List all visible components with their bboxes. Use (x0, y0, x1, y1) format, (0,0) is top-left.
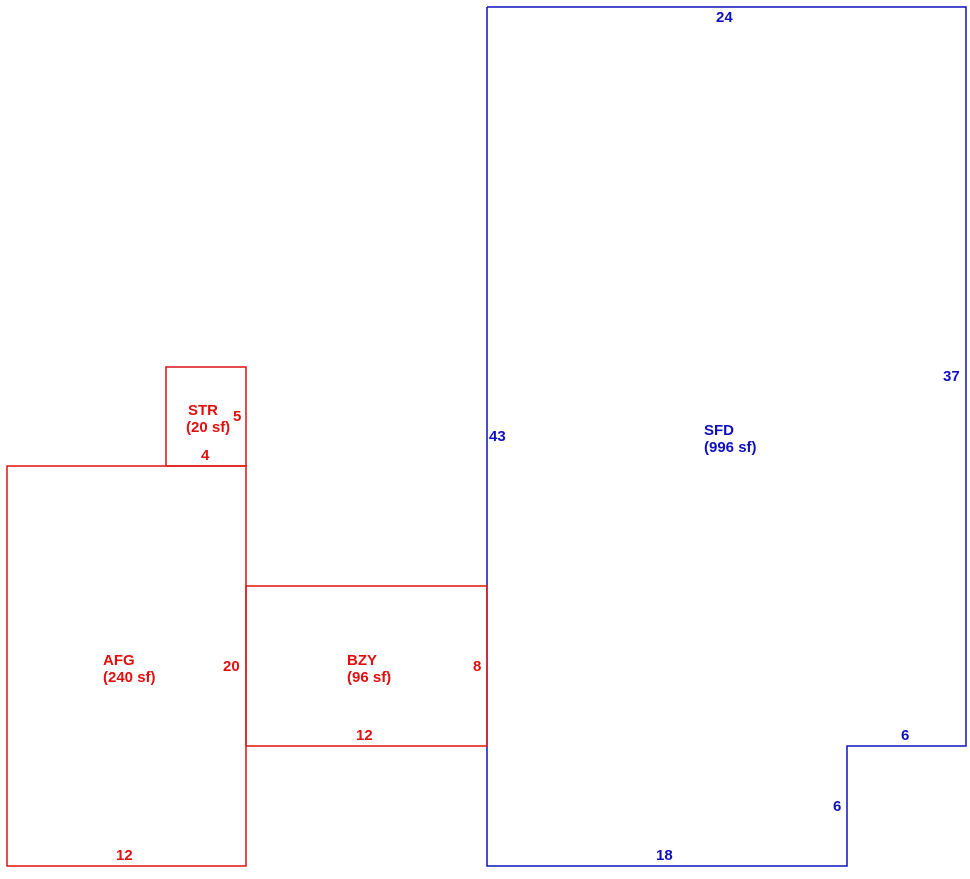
str-outline (165, 366, 247, 467)
afg-area-label: (240 sf) (103, 669, 156, 686)
sfd-notch-top-dimension: 6 (901, 727, 909, 744)
sfd-area-label: (996 sf) (704, 439, 757, 456)
str-code-label: STR (188, 402, 218, 419)
str-area-label: (20 sf) (186, 419, 230, 436)
sfd-left-dimension: 43 (489, 428, 506, 445)
sfd-outline (486, 6, 967, 867)
afg-right-dimension: 20 (223, 658, 240, 675)
bzy-area-label: (96 sf) (347, 669, 391, 686)
bzy-outline (245, 585, 488, 747)
bzy-bottom-dimension: 12 (356, 727, 373, 744)
afg-bottom-dimension: 12 (116, 847, 133, 864)
bzy-code-label: BZY (347, 652, 377, 669)
str-bottom-dimension: 4 (201, 447, 210, 464)
sfd-top-dimension: 24 (716, 9, 733, 26)
bzy-right-dimension: 8 (473, 658, 481, 675)
sfd-code-label: SFD (704, 422, 734, 439)
sfd-right-dimension: 37 (943, 368, 960, 385)
afg-code-label: AFG (103, 652, 135, 669)
sfd-bottom-dimension: 18 (656, 847, 673, 864)
sfd-notch-side-dimension: 6 (833, 798, 841, 815)
str-right-dimension: 5 (233, 408, 241, 425)
